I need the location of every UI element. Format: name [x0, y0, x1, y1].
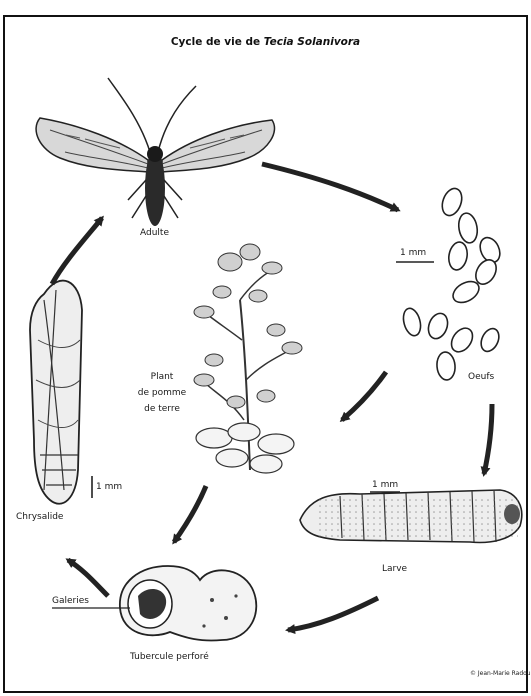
- arrow-eggs-to-larva: [484, 404, 492, 474]
- larva-drawing: [300, 490, 522, 542]
- diagram-title: Cycle de vie de Tecia Solanivora: [0, 36, 531, 48]
- label-plant-line3: de terre: [132, 404, 192, 415]
- arrow-larva-to-tuber: [288, 598, 378, 630]
- label-larva: Larve: [382, 564, 407, 575]
- tuber-drawing: [120, 566, 256, 641]
- eggs-drawing: [401, 186, 504, 381]
- arrow-plant-to-tuber: [174, 486, 206, 542]
- arrow-tuber-to-chrysalis: [68, 560, 108, 596]
- potato-plant-drawing: [194, 244, 302, 473]
- adult-moth-drawing: [36, 78, 274, 226]
- label-egg-scale: 1 mm: [400, 248, 426, 259]
- label-plant-line1: Plant: [132, 372, 192, 383]
- label-tuber: Tubercule perforé: [130, 652, 209, 663]
- arrow-eggs-to-plant: [342, 372, 386, 420]
- label-chrysalis-scale: 1 mm: [96, 482, 122, 493]
- label-larva-scale: 1 mm: [372, 480, 398, 491]
- chrysalis-drawing: [30, 281, 82, 504]
- title-prefix: Cycle de vie de: [171, 36, 260, 48]
- label-chrysalis: Chrysalide: [16, 512, 63, 523]
- copyright-note: © Jean-Marie Radou: [470, 670, 531, 677]
- label-galleries: Galeries: [52, 596, 89, 607]
- label-adult: Adulte: [140, 228, 169, 239]
- arrow-adult-to-eggs: [262, 164, 398, 210]
- title-species: Tecia Solanivora: [264, 36, 360, 48]
- label-eggs: Oeufs: [468, 372, 494, 383]
- arrow-chrysalis-to-adult: [52, 218, 102, 284]
- label-plant-line2: de pomme: [132, 388, 192, 399]
